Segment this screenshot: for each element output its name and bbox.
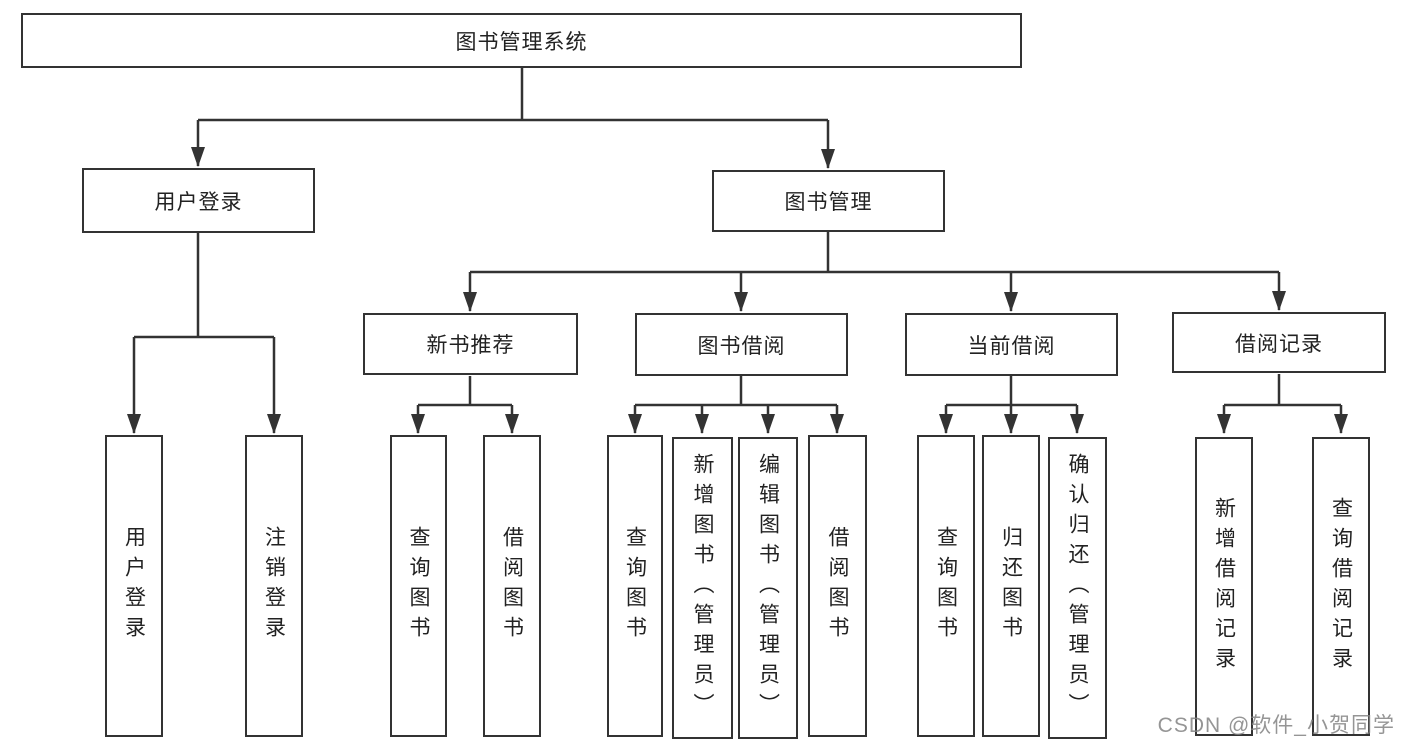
connector-root-trunk [198, 68, 828, 122]
csdn-watermark: CSDN @软件_小贺同学 [1157, 714, 1395, 737]
leaf-cb-confirm-return-admin-label: 确认归还（管理员） [1066, 453, 1089, 723]
leaf-bb-query-book-label: 查询图书 [623, 526, 647, 646]
connector-book-management-trunk [470, 232, 1279, 274]
node-current-borrow-label: 当前借阅 [967, 334, 1056, 358]
node-borrow-record-label: 借阅记录 [1235, 332, 1323, 356]
node-book-management: 图书管理 [712, 170, 945, 232]
leaf-cb-confirm-return-admin: 确认归还（管理员） [1048, 437, 1107, 739]
leaf-bb-borrow-book: 借阅图书 [808, 435, 867, 737]
node-user-login-label: 用户登录 [154, 190, 243, 214]
leaf-br-add-record-label: 新增借阅记录 [1212, 496, 1236, 677]
leaf-bb-edit-book-admin-label: 编辑图书（管理员） [756, 453, 780, 723]
connector-book-borrow-trunk [635, 376, 837, 407]
leaf-br-query-record-label: 查询借阅记录 [1329, 496, 1353, 677]
leaf-nb-borrow-book-label: 借阅图书 [500, 526, 524, 646]
leaf-cb-return-book-label: 归还图书 [999, 526, 1023, 646]
node-root-system: 图书管理系统 [21, 13, 1022, 68]
node-book-management-label: 图书管理 [784, 191, 873, 214]
leaf-bb-add-book-admin-label: 新增图书（管理员） [691, 453, 714, 723]
node-user-login: 用户登录 [82, 168, 315, 233]
connector-new-book-trunk [418, 376, 512, 407]
leaf-bb-add-book-admin: 新增图书（管理员） [672, 437, 733, 739]
leaf-bb-borrow-book-label: 借阅图书 [826, 526, 849, 646]
node-new-book-recommend: 新书推荐 [363, 313, 578, 375]
leaf-br-add-record: 新增借阅记录 [1195, 437, 1253, 736]
leaf-logout-label: 注销登录 [262, 526, 286, 646]
leaf-bb-edit-book-admin: 编辑图书（管理员） [738, 437, 798, 739]
leaf-user-login-label: 用户登录 [122, 526, 146, 646]
leaf-nb-query-book-label: 查询图书 [407, 526, 430, 646]
leaf-cb-query-book: 查询图书 [917, 435, 975, 737]
leaf-cb-query-book-label: 查询图书 [934, 526, 958, 646]
leaf-cb-return-book: 归还图书 [982, 435, 1040, 737]
connector-current-borrow-trunk [946, 376, 1077, 407]
node-current-borrow: 当前借阅 [905, 313, 1118, 376]
node-book-borrow: 图书借阅 [635, 313, 848, 376]
leaf-nb-query-book: 查询图书 [390, 435, 447, 737]
node-borrow-record: 借阅记录 [1172, 312, 1386, 373]
leaf-logout: 注销登录 [245, 435, 303, 737]
leaf-br-query-record: 查询借阅记录 [1312, 437, 1370, 736]
leaf-nb-borrow-book: 借阅图书 [483, 435, 541, 737]
connector-user-login-trunk [134, 233, 274, 339]
node-book-borrow-label: 图书借阅 [697, 334, 786, 358]
node-new-book-recommend-label: 新书推荐 [426, 334, 515, 357]
leaf-user-login: 用户登录 [105, 435, 163, 737]
connector-borrow-record-trunk [1224, 374, 1341, 407]
node-root-label: 图书管理系统 [455, 30, 588, 54]
leaf-bb-query-book: 查询图书 [607, 435, 663, 737]
